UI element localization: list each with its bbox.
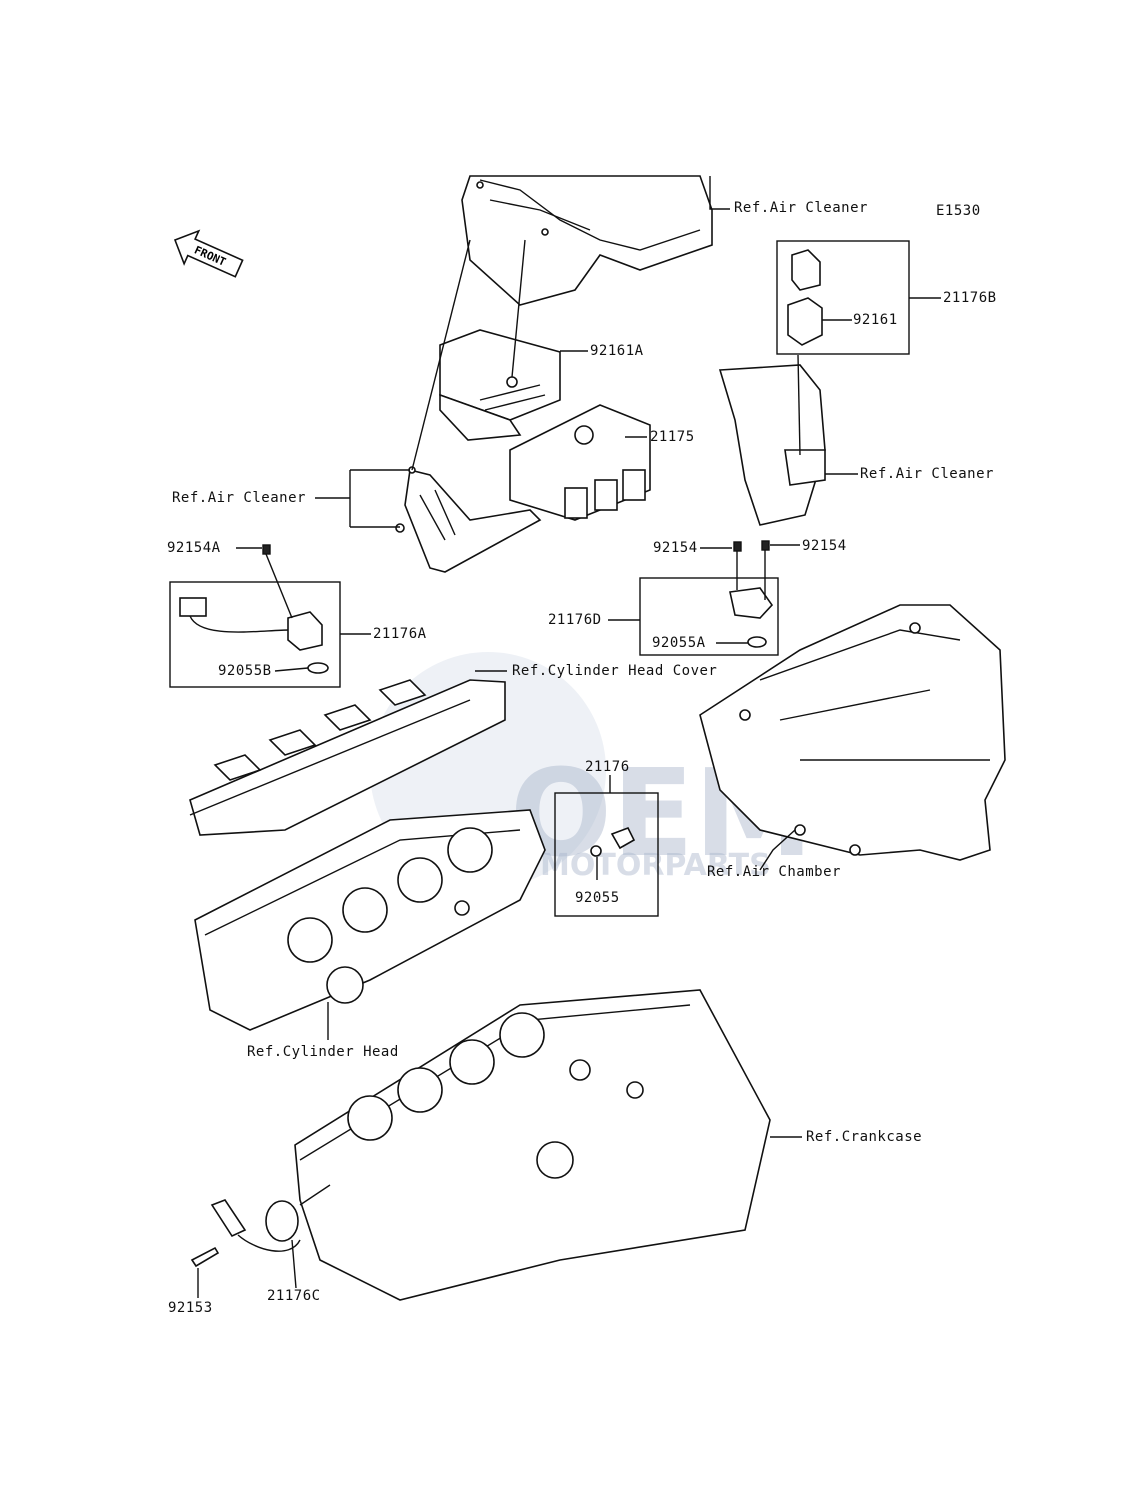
- callout-92154-left[interactable]: 92154: [653, 540, 698, 556]
- callout-ref-air-cleaner-right[interactable]: Ref.Air Cleaner: [860, 466, 994, 482]
- sensor-21176-group: [554, 792, 659, 917]
- callout-ref-crankcase[interactable]: Ref.Crankcase: [806, 1129, 923, 1145]
- callout-21176b[interactable]: 21176B: [943, 290, 997, 306]
- knock-sensor-21176c: [190, 1184, 331, 1268]
- callout-92153[interactable]: 92153: [168, 1300, 213, 1316]
- air-cleaner-housing-top: [461, 175, 713, 306]
- callout-ref-air-chamber[interactable]: Ref.Air Chamber: [707, 864, 841, 880]
- callout-92055[interactable]: 92055: [575, 890, 620, 906]
- callout-92055b[interactable]: 92055B: [218, 663, 272, 679]
- ecu-module: [439, 329, 651, 521]
- callout-21176[interactable]: 21176: [585, 759, 630, 775]
- callout-92154a[interactable]: 92154A: [167, 540, 221, 556]
- ecu-bracket: [395, 466, 542, 573]
- cylinder-head: [194, 809, 546, 1031]
- callout-ref-cylinder-head[interactable]: Ref.Cylinder Head: [247, 1044, 399, 1060]
- callout-ref-air-cleaner-top[interactable]: Ref.Air Cleaner: [734, 200, 868, 216]
- callout-92055a[interactable]: 92055A: [652, 635, 706, 651]
- air-cleaner-housing-right: [718, 354, 826, 526]
- front-arrow-icon: FRONT: [173, 229, 244, 278]
- callout-92161[interactable]: 92161: [853, 312, 898, 328]
- callout-21175[interactable]: 21175: [650, 429, 695, 445]
- callout-21176c[interactable]: 21176C: [267, 1288, 321, 1304]
- diagram-code: E1530: [936, 203, 981, 219]
- watermark-sub: MOTORPARTS: [540, 848, 771, 883]
- callout-92154-right[interactable]: 92154: [802, 538, 847, 554]
- callout-ref-air-cleaner-left[interactable]: Ref.Air Cleaner: [172, 490, 306, 506]
- callout-92161a[interactable]: 92161A: [590, 343, 644, 359]
- sensor-21176d-group: [639, 540, 779, 656]
- sensor-21176b-group: [776, 240, 910, 355]
- crankcase: [294, 989, 771, 1301]
- cylinder-head-cover: [189, 679, 506, 836]
- leader-lines: [197, 176, 941, 1298]
- callout-ref-cylinder-head-cover[interactable]: Ref.Cylinder Head Cover: [512, 663, 718, 679]
- callout-21176d[interactable]: 21176D: [548, 612, 602, 628]
- callout-21176a[interactable]: 21176A: [373, 626, 427, 642]
